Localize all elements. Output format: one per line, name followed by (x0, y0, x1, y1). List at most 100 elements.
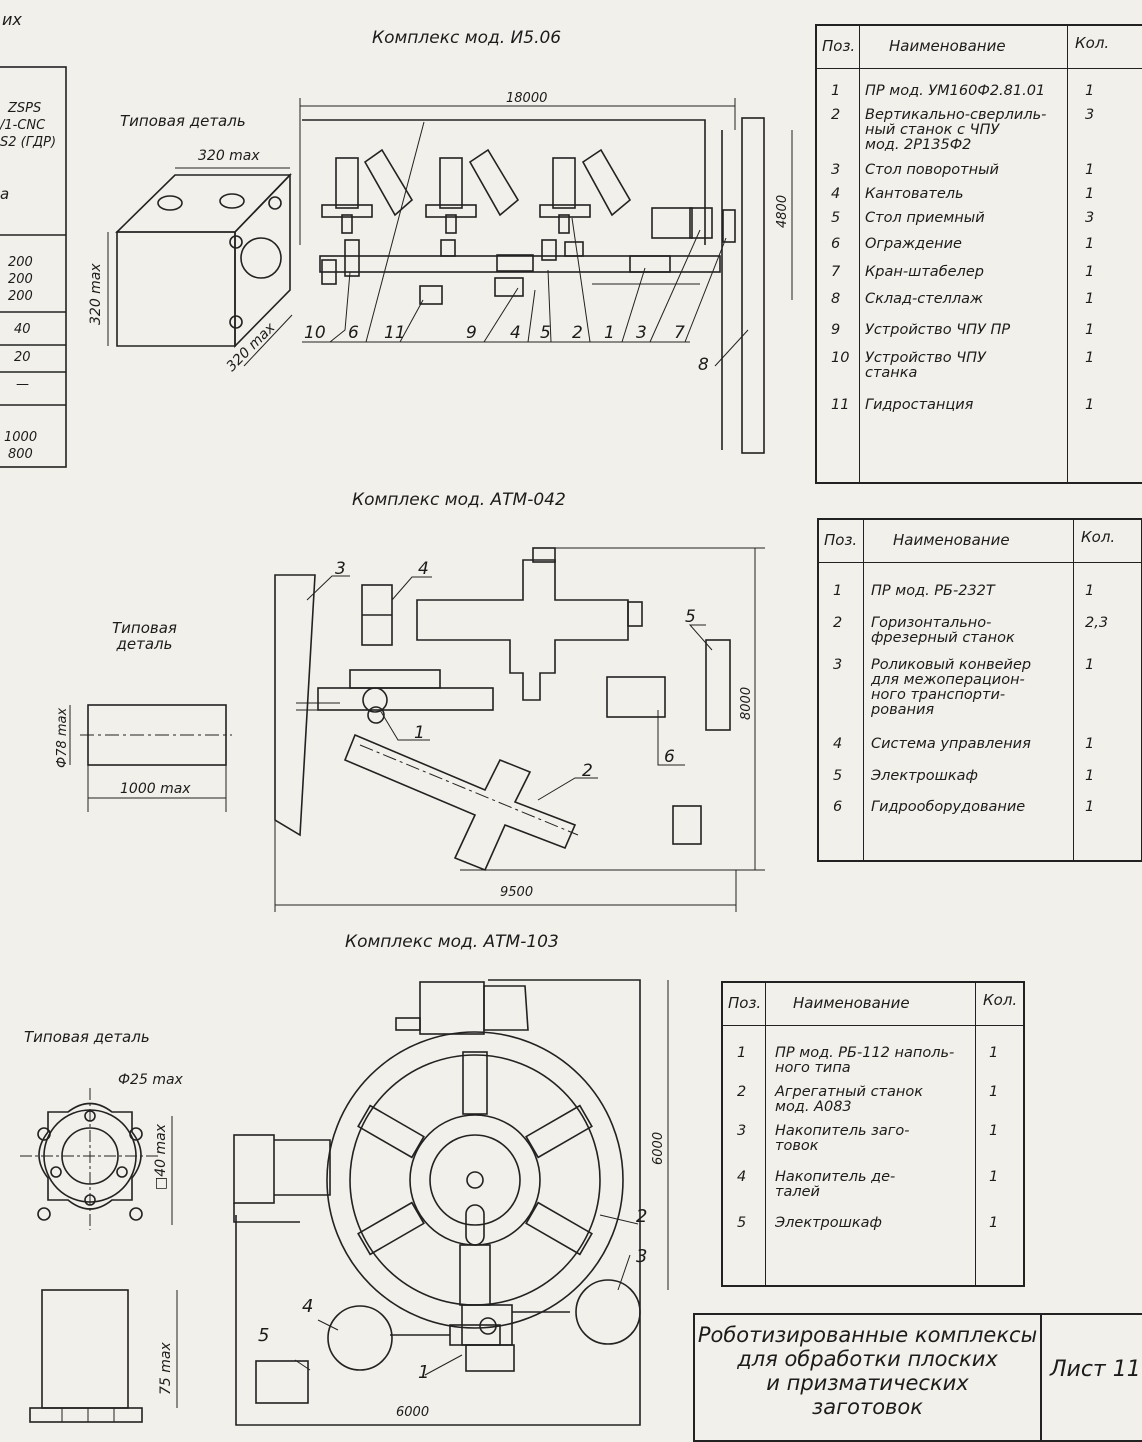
left-text-1: ZSPS (8, 101, 42, 116)
table3-name-line: талей (775, 1184, 820, 1200)
c1-callout-10: 10 (304, 323, 326, 343)
c3-callout-4: 4 (302, 1296, 313, 1317)
table1-qty: 1 (1085, 397, 1095, 413)
c2-callout-4: 4 (418, 559, 429, 579)
table1-qty: 1 (1085, 186, 1095, 202)
sheet-number: Лист 11 (1050, 1357, 1141, 1382)
table3-pos: 2 (737, 1084, 747, 1100)
c2-callout-3: 3 (335, 559, 346, 579)
table1-pos: 8 (831, 291, 841, 307)
dim-4800: 4800 (775, 195, 790, 228)
dim-6000-depth: 6000 (651, 1132, 666, 1165)
table1-pos: 11 (831, 397, 850, 413)
table3-qty: 1 (989, 1084, 999, 1100)
table3-qty: 1 (989, 1123, 999, 1139)
table3-pos: 4 (737, 1169, 747, 1185)
table1-name-line: Ограждение (865, 236, 962, 252)
c2-callout-5: 5 (685, 607, 696, 627)
table1-pos: 9 (831, 322, 841, 338)
c1-callout-1: 1 (604, 323, 615, 343)
table1-qty: 1 (1085, 236, 1095, 252)
table1-qty: 1 (1085, 291, 1095, 307)
table2-name-line: фрезерный станок (871, 630, 1015, 646)
table3-pos: 5 (737, 1215, 747, 1231)
table2-name-line: ПР мод. РБ-232Т (871, 583, 995, 599)
table3-name-line: Накопитель де- (775, 1169, 896, 1185)
complex1-part-label: Типовая деталь (120, 112, 246, 130)
table3-name-line: товок (775, 1138, 819, 1154)
dim-d78: Ф78 max (55, 708, 70, 768)
table1-name: Устройство ЧПУ ПР (865, 323, 1010, 338)
table1-pos: 1 (831, 83, 841, 99)
c1-callout-8: 8 (698, 355, 709, 375)
table2-qty: 1 (1085, 736, 1095, 752)
table1-name: Стол поворотный (865, 163, 999, 178)
dim-40: □40 max (153, 1123, 169, 1190)
complex1-title: Комплекс мод. И5.06 (372, 28, 562, 48)
table3-name-line: Накопитель заго- (775, 1123, 910, 1139)
table2-pos: 5 (833, 768, 843, 784)
table2-header-name: Наименование (893, 531, 1010, 549)
left-text-10: — (16, 377, 29, 392)
dim-320-height: 320 max (88, 263, 104, 325)
c1-callout-9: 9 (466, 323, 477, 343)
table1-qty: 1 (1085, 83, 1095, 99)
table1-qty: 1 (1085, 264, 1095, 280)
c2-callout-6: 6 (664, 747, 675, 767)
table1-header-qty: Кол. (1075, 34, 1110, 52)
table3-header-qty: Кол. (983, 991, 1018, 1009)
table2-header-pos: Поз. (824, 531, 858, 549)
table1-pos: 6 (831, 236, 841, 252)
c2-callout-2: 2 (582, 761, 593, 781)
left-text-12: 800 (8, 447, 33, 462)
table1-pos: 4 (831, 186, 841, 202)
table2-name-line: Электрошкаф (871, 768, 978, 784)
table3-name: Накопитель заго-товок (775, 1124, 909, 1154)
table2-name: Гидрооборудование (871, 800, 1025, 815)
table3-name-line: Агрегатный станок (775, 1084, 923, 1100)
table1-qty: 1 (1085, 162, 1095, 178)
c1-callout-2: 2 (572, 323, 583, 343)
table2-qty: 1 (1085, 799, 1095, 815)
table3-qty: 1 (989, 1169, 999, 1185)
table2-name-line: Система управления (871, 736, 1031, 752)
left-text-8: 40 (14, 322, 31, 337)
c3-callout-3: 3 (636, 1246, 647, 1267)
table1-pos: 2 (831, 107, 841, 123)
table2-name: Электрошкаф (871, 769, 978, 784)
c3-callout-5: 5 (258, 1325, 269, 1346)
c1-callout-7: 7 (674, 323, 685, 343)
table1-pos: 5 (831, 210, 841, 226)
title-line-1: Роботизированные комплексы (697, 1323, 1038, 1347)
complex3-part-label: Типовая деталь (24, 1028, 150, 1046)
c3-callout-1: 1 (418, 1362, 429, 1383)
left-text-11: 1000 (4, 430, 38, 445)
c1-callout-6: 6 (348, 323, 359, 343)
dim-320-width: 320 max (198, 148, 260, 164)
title-line-4: заготовок (812, 1395, 923, 1419)
title-line-2: для обработки плоских (737, 1347, 998, 1371)
left-text-7: 200 (8, 289, 33, 304)
table1-header-pos: Поз. (822, 37, 856, 55)
table2-pos: 6 (833, 799, 843, 815)
c1-callout-11: 11 (384, 323, 406, 343)
table2-qty: 2,3 (1085, 615, 1109, 631)
table1-qty: 1 (1085, 322, 1095, 338)
table3-qty: 1 (989, 1215, 999, 1231)
complex2-title: Комплекс мод. АТМ-042 (352, 490, 566, 510)
title-block: Роботизированные комплексы для обработки… (693, 1313, 1142, 1442)
dim-18000: 18000 (506, 91, 547, 106)
table2-pos: 1 (833, 583, 843, 599)
table3-header-pos: Поз. (728, 994, 762, 1012)
table1-name: Стол приемный (865, 211, 985, 226)
table1-name-line: мод. 2Р135Ф2 (865, 137, 972, 153)
table3-name: ПР мод. РБ-112 наполь-ного типа (775, 1046, 954, 1076)
table3-name-line: ного типа (775, 1060, 851, 1076)
table1-pos: 3 (831, 162, 841, 178)
